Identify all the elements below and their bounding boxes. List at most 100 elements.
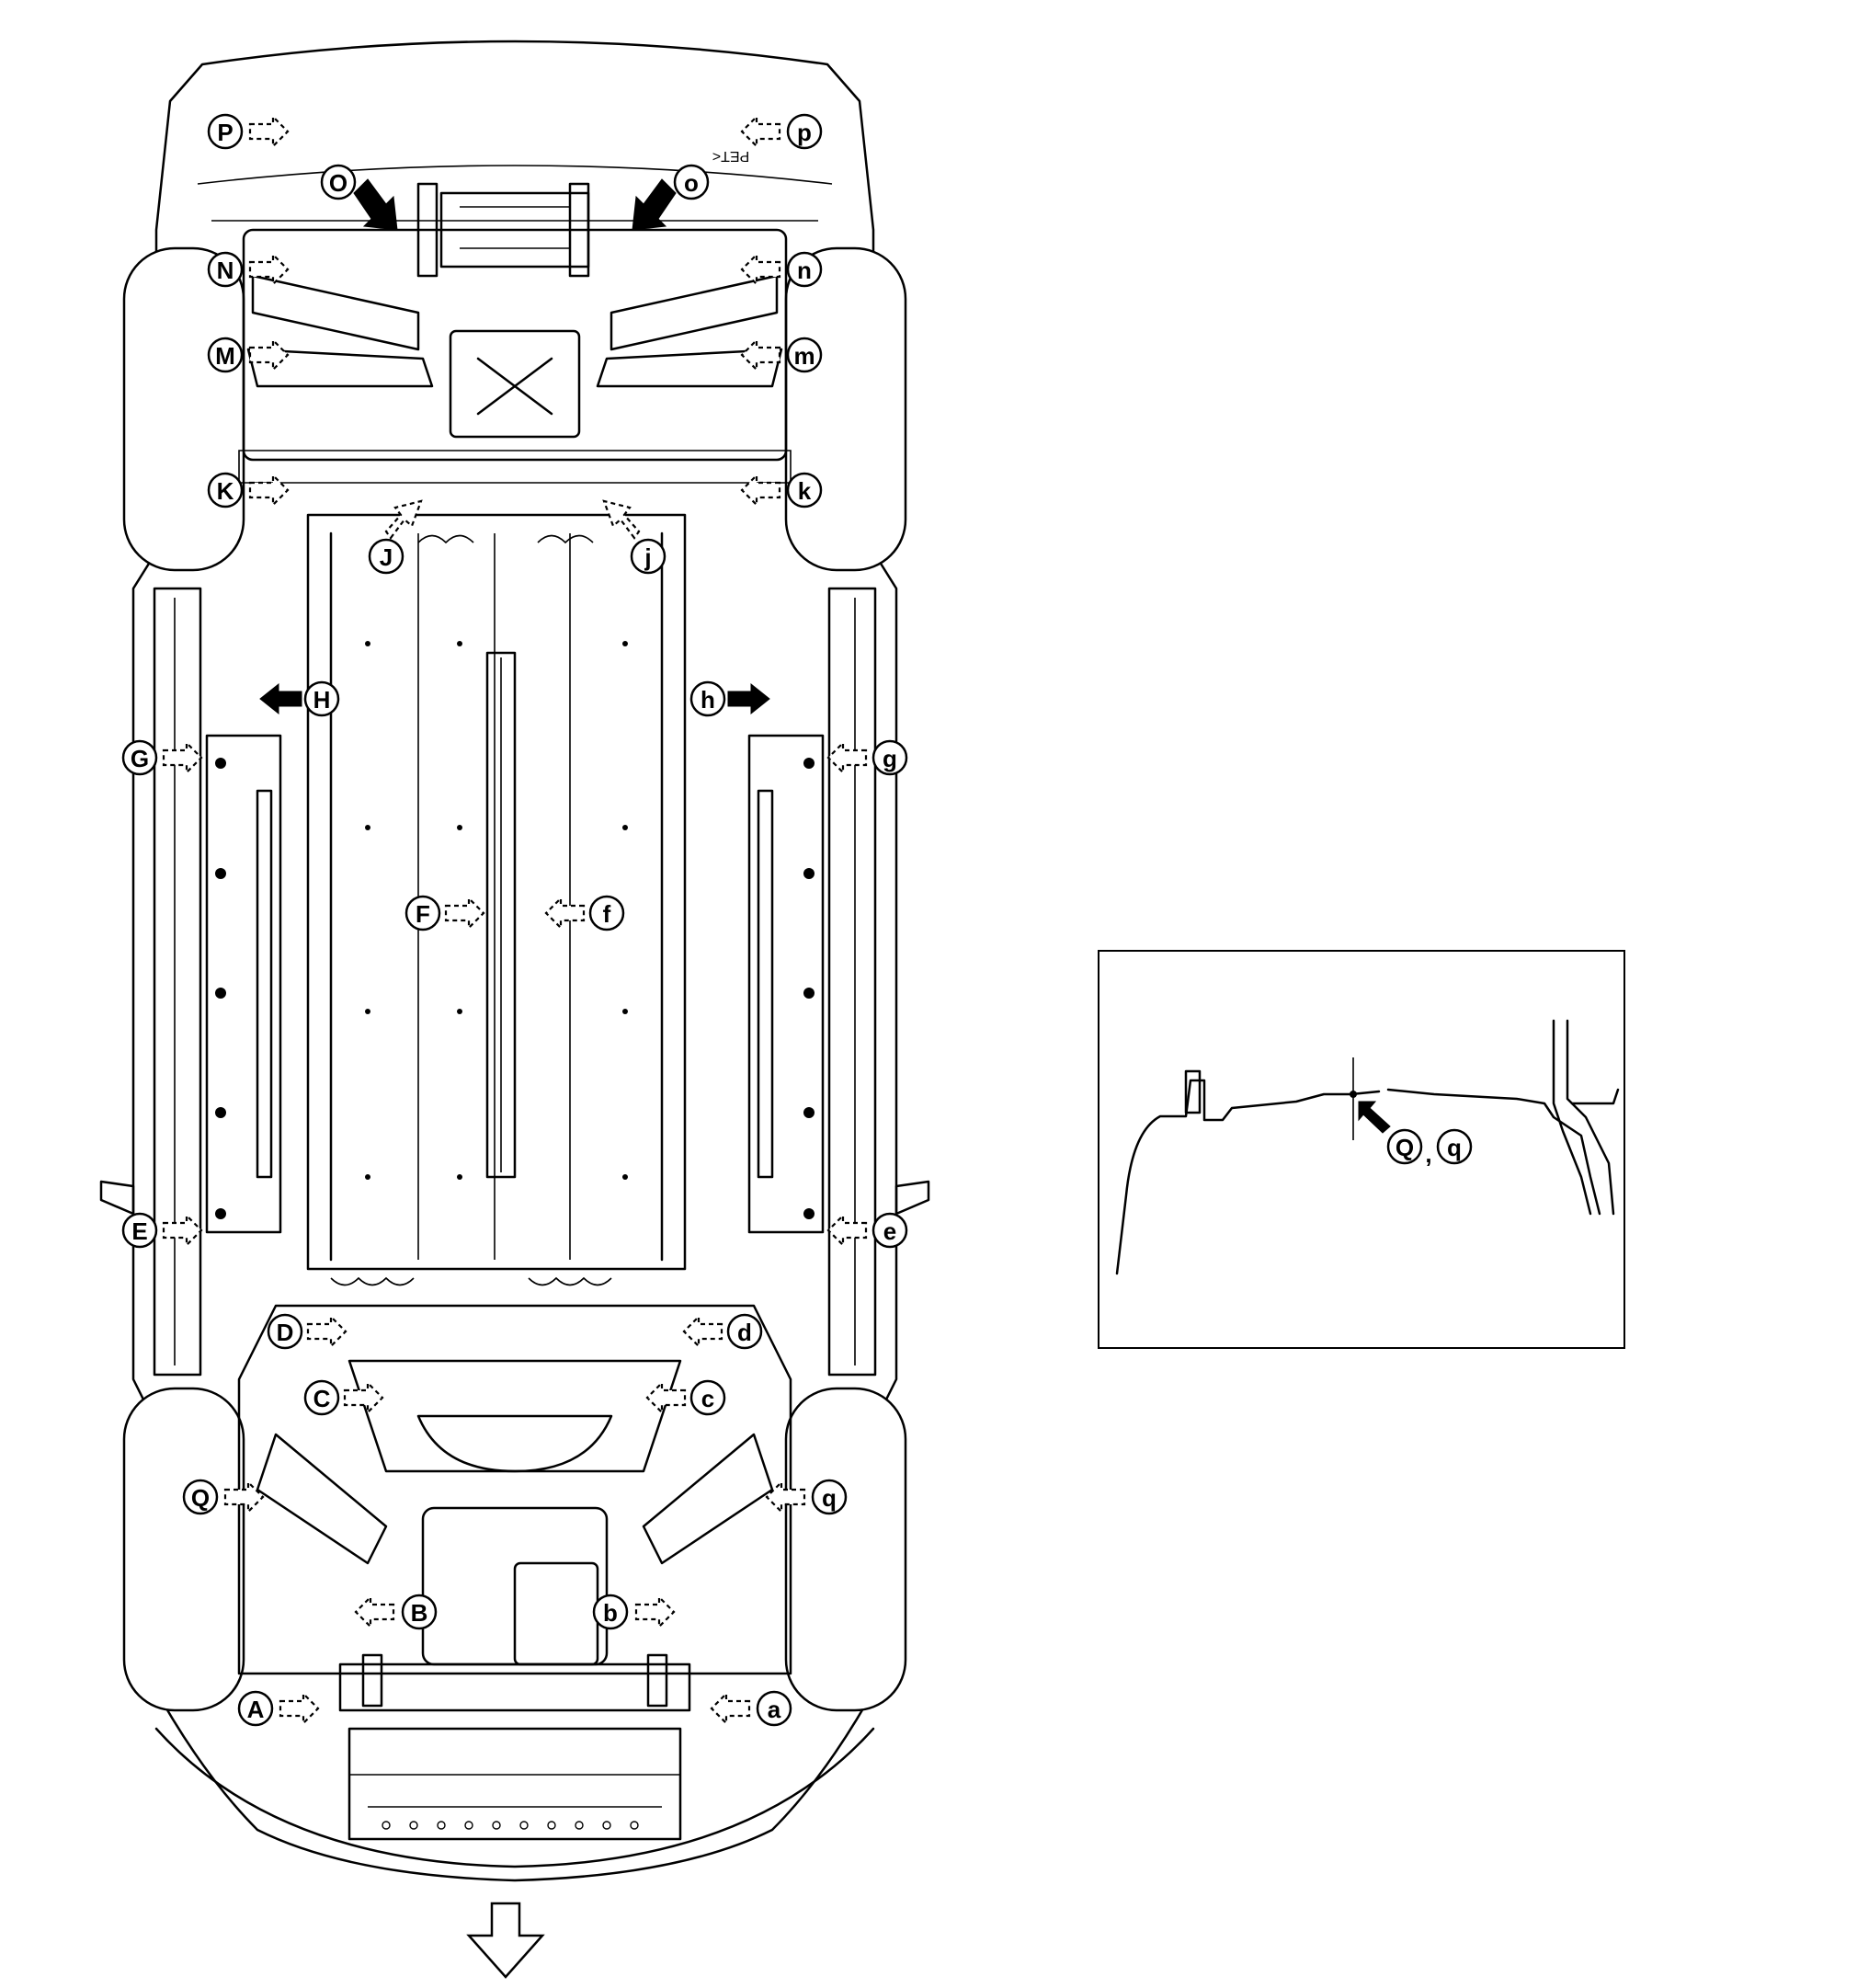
callout-label-Q: Q [191,1484,210,1512]
callout-label-M: M [215,342,235,370]
callout-circle-m [786,337,823,373]
callout-label-n: n [797,257,812,284]
callout-label-H: H [313,686,331,714]
dashed-arrow-K [248,473,290,508]
callout-label-j: j [644,543,651,571]
callout-circle-q [811,1479,848,1515]
dashed-arrow-e [826,1213,868,1248]
dashed-arrow-C [343,1380,384,1415]
callout-label-h: h [701,686,715,714]
callout-label-C: C [313,1385,331,1412]
dashed-arrow-B [354,1594,395,1629]
dashed-arrow-G [162,740,203,775]
callout-label-J: J [380,543,393,571]
callout-label-m: m [793,342,815,370]
rear-subframe [238,182,792,484]
callout-circle-c [689,1379,726,1416]
inset-underbody-section-line [1115,1079,1381,1275]
dashed-arrow-P [248,114,290,149]
dashed-arrow-a [710,1691,751,1726]
callout-circle-F [404,895,441,931]
rear-right-tire [784,246,907,572]
dashed-arrow-j [602,499,641,540]
callout-circle-g [872,739,908,776]
callout-circle-K [207,472,244,508]
front-right-tire [784,1387,907,1712]
vehicle-body [99,40,930,1882]
callout-circle-f [588,895,625,931]
callout-circle-E [121,1212,158,1249]
solid-arrow-O [353,178,398,231]
callout-label-E: E [131,1217,147,1245]
callout-circle-G [121,739,158,776]
dashed-arrow-M [248,337,290,372]
callout-label-f: f [603,900,611,928]
dashed-arrow-d [682,1314,723,1349]
callout-circle-h [689,680,726,717]
inset-label-separator: , [1425,1140,1431,1168]
solid-arrow-H [259,682,302,715]
callout-label-G: G [131,745,149,772]
callout-label-p: p [797,119,812,146]
callout-circle-A [237,1690,274,1727]
dashed-arrow-c [645,1380,687,1415]
dashed-arrow-Q [223,1480,265,1514]
dashed-arrow-f [544,896,586,931]
callout-circle-n [786,251,823,288]
callout-label-a: a [768,1696,781,1723]
front-left-tire [122,1387,245,1712]
callout-circle-B [401,1594,438,1630]
callout-label-k: k [798,477,812,505]
callout-label-q: q [822,1484,837,1512]
callout-circle-p [786,113,823,150]
callout-label-b: b [603,1599,618,1627]
inset-frame [1098,950,1625,1349]
callout-label-B: B [411,1599,428,1627]
dashed-arrow-g [826,740,868,775]
callout-circle-H [303,680,340,717]
callout-circle-b [592,1594,629,1630]
inset-label-Q: Q [1396,1134,1414,1161]
callout-circle-P [207,113,244,150]
callout-circle-C [303,1379,340,1416]
rear-left-tire [122,246,245,572]
front-direction-arrow [466,1902,545,1979]
inset-solid-arrow [1358,1101,1391,1134]
callout-label-A: A [247,1696,265,1723]
callout-circle-a [756,1690,792,1727]
callout-label-P: P [217,119,233,146]
dashed-arrow-b [634,1594,676,1629]
callout-circle-e [872,1212,908,1249]
callout-label-F: F [416,900,430,928]
solid-arrow-h [727,682,770,715]
callout-label-O: O [329,169,347,197]
solid-pointer-arrows [259,178,770,715]
callout-label-e: e [883,1217,896,1245]
front-subframe [237,1304,792,1841]
dashed-arrow-k [740,473,781,508]
callout-circle-k [786,472,823,508]
inset-label-q: q [1447,1134,1462,1161]
callout-label-c: c [701,1385,714,1412]
inset-label-q-circle [1436,1128,1473,1165]
inset-label-Q-circle [1386,1128,1423,1165]
callout-label-N: N [217,257,234,284]
callout-circle-o [673,164,710,200]
solid-arrow-o [632,178,677,231]
callout-circle-Q [182,1479,219,1515]
battery-pack [205,513,825,1286]
dashed-arrow-F [444,896,485,931]
dashed-arrow-p [740,114,781,149]
dashed-arrow-E [162,1213,203,1248]
callout-label-o: o [684,169,699,197]
callout-circle-M [207,337,244,373]
dashed-arrow-J [384,499,423,540]
callout-circle-N [207,251,244,288]
dashed-arrow-D [306,1314,347,1349]
callout-circle-d [726,1313,763,1350]
callout-label-d: d [737,1319,752,1346]
callout-circle-J [368,538,404,575]
callout-label-D: D [277,1319,294,1346]
